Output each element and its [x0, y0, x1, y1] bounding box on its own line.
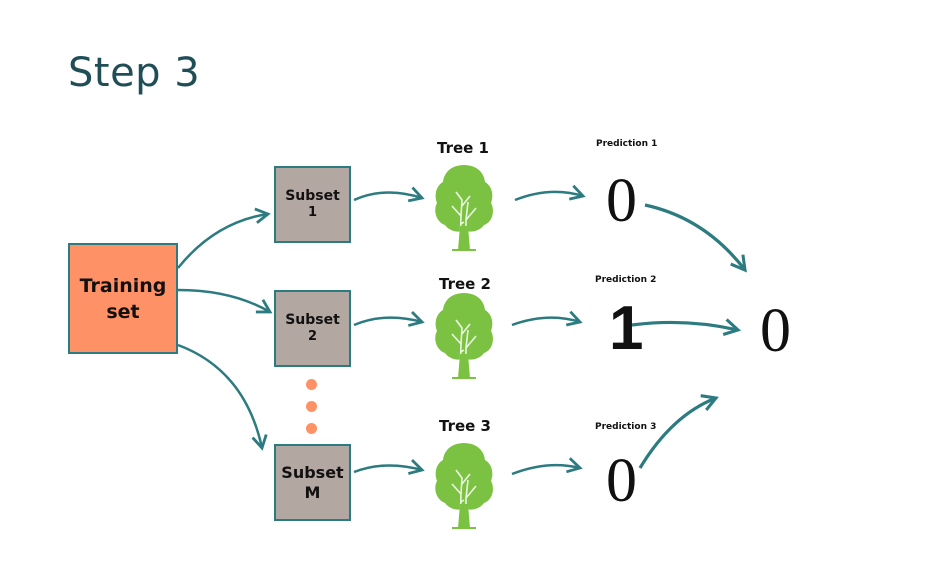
tree-3-icon [435, 443, 493, 529]
arrow-subset-m-tree-3 [353, 459, 425, 475]
arrow-tree-2-pred-2 [511, 310, 583, 327]
arrow-tree-1-pred-1 [514, 184, 586, 202]
subset-1-box: Subset 1 [274, 166, 351, 243]
tree-2-label: Tree 2 [439, 275, 491, 293]
subset-1-label-line2: 1 [307, 205, 318, 220]
prediction-3-label: Prediction 3 [595, 422, 657, 432]
subset-1-label-line1: Subset [285, 188, 340, 204]
subset-2-label-line1: Subset [285, 312, 340, 328]
tree-1-label: Tree 1 [437, 139, 489, 157]
arrow-tree-3-pred-3 [511, 457, 583, 476]
subset-m-box: Subset M [274, 444, 351, 521]
arrow-training-subset-2 [177, 288, 273, 314]
ellipsis-dot-2 [306, 401, 317, 412]
arrow-subset-1-tree-1 [353, 186, 425, 203]
subset-m-label-line1: Subset [281, 462, 344, 482]
prediction-3-value: 0 [606, 447, 637, 515]
arrow-subset-2-tree-2 [353, 311, 425, 327]
arrow-training-subset-1 [177, 207, 271, 269]
prediction-2-value: 1 [609, 294, 644, 363]
tree-2-icon [435, 293, 493, 379]
arrow-training-subset-m [177, 343, 268, 451]
ellipsis-dot-1 [306, 379, 317, 390]
training-set-label-line1: Training [79, 274, 167, 297]
training-set-label-line2: set [106, 300, 140, 323]
arrow-pred-1-final [644, 203, 747, 273]
prediction-1-label: Prediction 1 [596, 139, 658, 149]
final-prediction-value: 0 [760, 297, 791, 365]
arrow-pred-2-final [631, 318, 742, 336]
slide-title: Step 3 [68, 50, 201, 96]
prediction-2-label: Prediction 2 [595, 275, 657, 285]
ellipsis-dot-3 [306, 423, 317, 434]
subset-m-label-line2: M [304, 482, 321, 502]
training-set-box: Training set [68, 243, 178, 354]
subset-2-label-line2: 2 [307, 329, 318, 344]
subset-2-box: Subset 2 [274, 290, 351, 367]
prediction-1-value: 0 [606, 167, 637, 235]
arrow-pred-3-final [638, 394, 719, 469]
tree-3-label: Tree 3 [439, 417, 491, 435]
tree-1-icon [435, 165, 493, 251]
